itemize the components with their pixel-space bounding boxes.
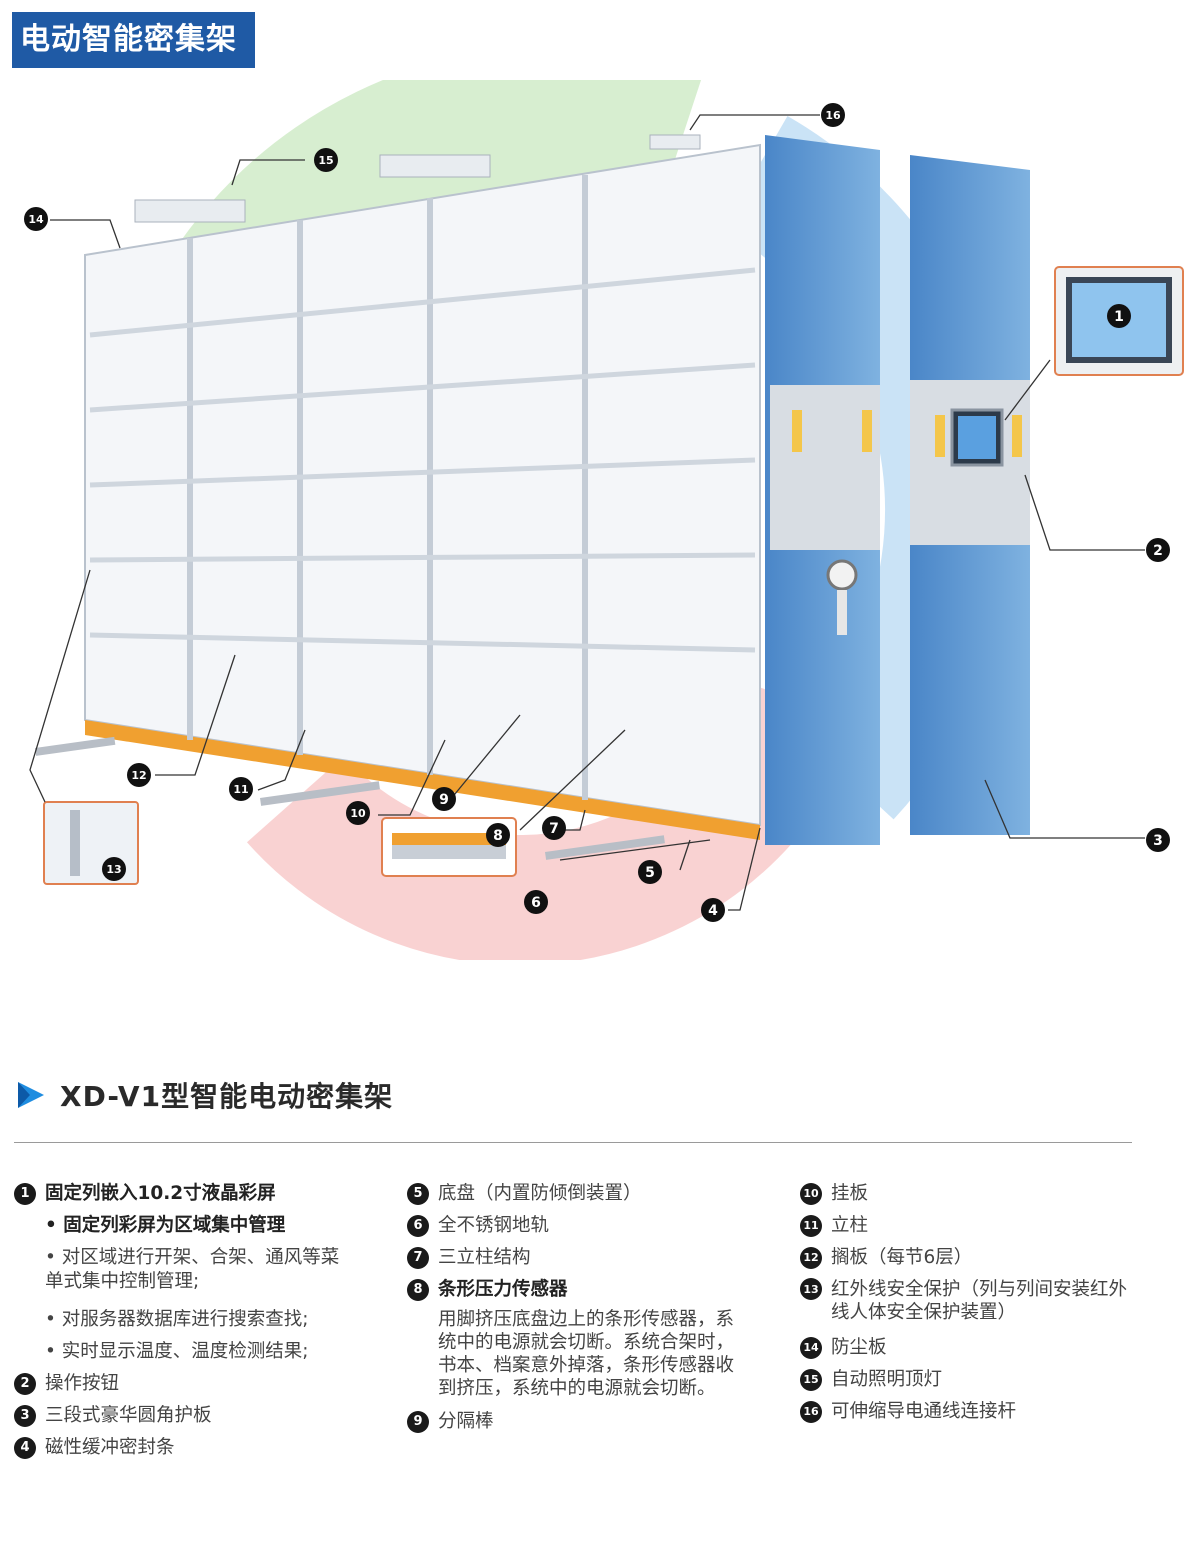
- feature-item-5: 5 底盘（内置防倾倒装置）: [407, 1178, 747, 1210]
- feature-item-16: 16 可伸缩导电通线连接杆: [800, 1396, 1140, 1428]
- number-badge: 3: [14, 1405, 36, 1427]
- svg-text:12: 12: [131, 769, 146, 782]
- number-badge: 15: [800, 1369, 822, 1391]
- end-panel-movable: [765, 135, 880, 845]
- feature-item-11: 11 立柱: [800, 1210, 1140, 1242]
- svg-text:11: 11: [233, 783, 248, 796]
- shelving-illustration: 1 2 3 4 5 6 7 8 9 10 11 12 13 14 15 16: [24, 80, 1184, 960]
- svg-text:13: 13: [106, 863, 121, 876]
- feature-item-10: 10 挂板: [800, 1178, 1140, 1210]
- feature-bullet: • 实时显示温度、温度检测结果;: [45, 1341, 309, 1362]
- callout-8: 8: [486, 823, 510, 847]
- feature-item-3: 3 三段式豪华圆角护板: [14, 1400, 354, 1432]
- number-badge: 6: [407, 1215, 429, 1237]
- callout-14: 14: [24, 207, 48, 231]
- callout-9: 9: [432, 787, 456, 811]
- play-arrow-icon: [18, 1082, 44, 1108]
- svg-text:16: 16: [825, 109, 841, 122]
- end-panel-fixed: [910, 155, 1030, 835]
- feature-item-6: 6 全不锈钢地轨: [407, 1210, 747, 1242]
- callout-3: 3: [1146, 828, 1170, 852]
- svg-text:9: 9: [439, 792, 449, 808]
- number-badge: 10: [800, 1183, 822, 1205]
- feature-bullet: • 对区域进行开架、合架、通风等菜单式集中控制管理;: [45, 1247, 340, 1292]
- number-badge: 4: [14, 1437, 36, 1459]
- callout-15: 15: [314, 148, 338, 172]
- number-badge: 12: [800, 1247, 822, 1269]
- callout-6: 6: [524, 890, 548, 914]
- callout-7: 7: [542, 816, 566, 840]
- feature-item-13: 13 红外线安全保护（列与列间安装红外线人体安全保护装置）: [800, 1278, 1140, 1324]
- feature-column-3: 10 挂板 11 立柱 12 搁板（每节6层） 13 红外线安全保护（列与列间安…: [800, 1178, 1140, 1428]
- feature-description: 用脚挤压底盘边上的条形传感器，系统中的电源就会切断。系统合架时，书本、档案意外掉…: [438, 1309, 735, 1399]
- feature-item-14: 14 防尘板: [800, 1332, 1140, 1364]
- svg-text:1: 1: [1114, 309, 1124, 325]
- feature-item-4: 4 磁性缓冲密封条: [14, 1432, 354, 1464]
- svg-text:2: 2: [1153, 543, 1163, 559]
- svg-text:6: 6: [531, 895, 541, 911]
- number-badge: 2: [14, 1373, 36, 1395]
- svg-text:7: 7: [549, 821, 559, 837]
- callout-13: 13: [102, 857, 126, 881]
- feature-item-8: 8 条形压力传感器: [407, 1274, 747, 1306]
- svg-text:14: 14: [28, 213, 44, 226]
- feature-item-9: 9 分隔棒: [407, 1406, 747, 1438]
- callout-badges: 1 2 3 4 5 6 7 8 9 10 11 12 13 14 15 16: [24, 103, 1170, 922]
- number-badge: 11: [800, 1215, 822, 1237]
- feature-item-15: 15 自动照明顶灯: [800, 1364, 1140, 1396]
- feature-item-12: 12 搁板（每节6层）: [800, 1242, 1140, 1274]
- feature-column-1: 1 固定列嵌入10.2寸液晶彩屏 • 固定列彩屏为区域集中管理 • 对区域进行开…: [14, 1178, 354, 1464]
- number-badge: 9: [407, 1411, 429, 1433]
- feature-item-7: 7 三立柱结构: [407, 1242, 747, 1274]
- number-badge: 1: [14, 1183, 36, 1205]
- svg-text:15: 15: [318, 154, 333, 167]
- feature-subhead: • 固定列彩屏为区域集中管理: [45, 1215, 286, 1236]
- svg-text:3: 3: [1153, 833, 1163, 849]
- svg-text:10: 10: [350, 807, 366, 820]
- svg-text:5: 5: [645, 865, 655, 881]
- page-title-banner: 电动智能密集架: [12, 12, 255, 68]
- section-title: XD-V1型智能电动密集架: [60, 1080, 394, 1113]
- feature-item-1: 1 固定列嵌入10.2寸液晶彩屏: [14, 1178, 354, 1210]
- callout-12: 12: [127, 763, 151, 787]
- number-badge: 7: [407, 1247, 429, 1269]
- callout-1: 1: [1107, 304, 1131, 328]
- callout-16: 16: [821, 103, 845, 127]
- callout-2: 2: [1146, 538, 1170, 562]
- number-badge: 5: [407, 1183, 429, 1205]
- callout-4: 4: [701, 898, 725, 922]
- callout-11: 11: [229, 777, 253, 801]
- number-badge: 14: [800, 1337, 822, 1359]
- feature-item-2: 2 操作按钮: [14, 1368, 354, 1400]
- svg-text:8: 8: [493, 828, 503, 844]
- feature-column-2: 5 底盘（内置防倾倒装置） 6 全不锈钢地轨 7 三立柱结构 8 条形压力传感器…: [407, 1178, 747, 1438]
- number-badge: 13: [800, 1278, 822, 1300]
- number-badge: 16: [800, 1401, 822, 1423]
- svg-text:4: 4: [708, 903, 718, 919]
- section-header: XD-V1型智能电动密集架: [14, 1075, 393, 1115]
- callout-10: 10: [346, 801, 370, 825]
- shelf-unit: [35, 134, 761, 860]
- number-badge: 8: [407, 1279, 429, 1301]
- divider: [14, 1142, 1132, 1143]
- callout-5: 5: [638, 860, 662, 884]
- feature-bullet: • 对服务器数据库进行搜索查找;: [45, 1309, 309, 1330]
